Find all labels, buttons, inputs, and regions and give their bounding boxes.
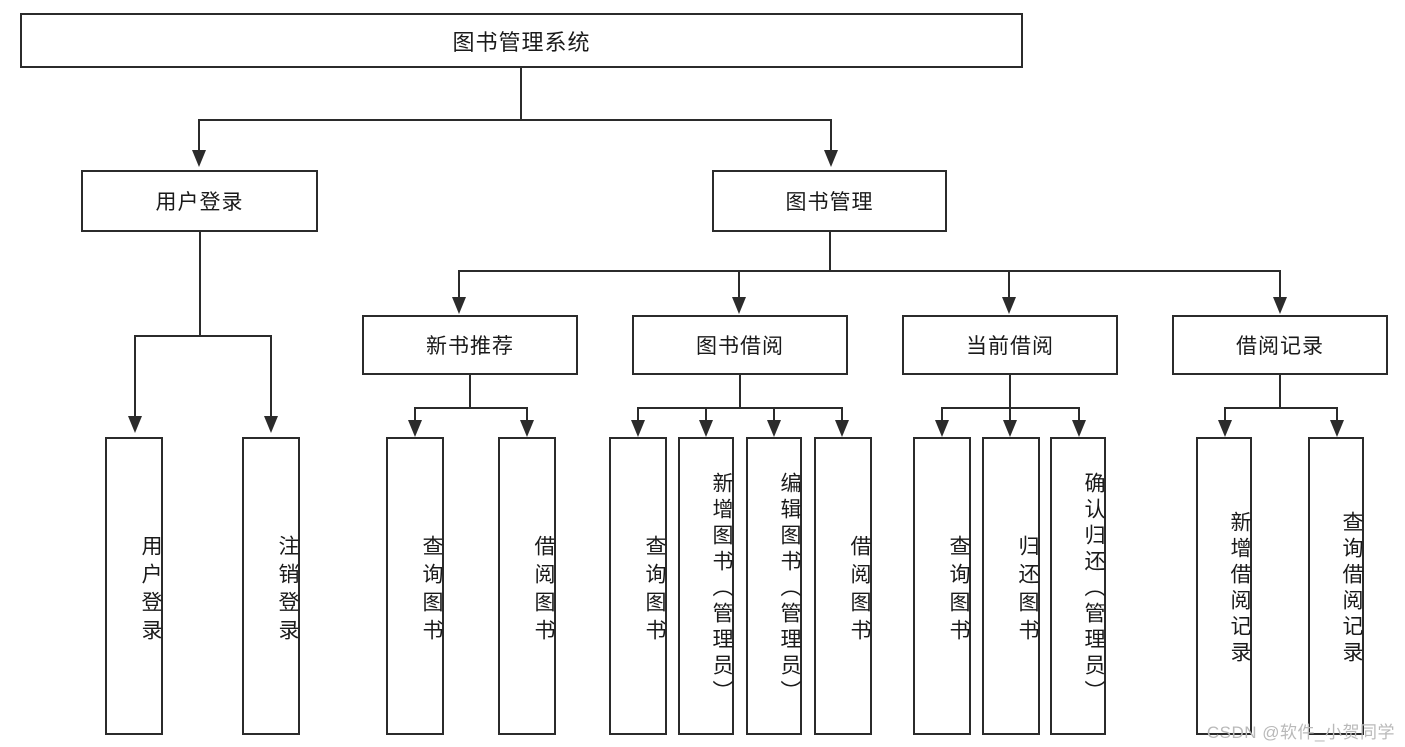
node-label: 查询图书 xyxy=(947,535,970,647)
leaf-current-borrow-confirm-return[interactable]: 确认归还（管理员） xyxy=(1050,437,1106,735)
edge-borrow-record-bar xyxy=(1224,407,1338,409)
arrow-down-icon xyxy=(192,150,206,167)
edge-root-stem xyxy=(520,68,522,120)
arrow-down-icon xyxy=(1273,297,1287,314)
edge-book-manage-stem xyxy=(829,232,831,272)
leaf-borrow-record-add[interactable]: 新增借阅记录 xyxy=(1196,437,1252,735)
edge-book-borrow-leaf-2 xyxy=(705,407,707,421)
arrow-down-icon xyxy=(699,420,713,437)
edge-borrow-record-stem xyxy=(1279,375,1281,409)
arrow-down-icon xyxy=(732,297,746,314)
node-label: 查询图书 xyxy=(643,535,666,647)
arrow-down-icon xyxy=(1330,420,1344,437)
arrow-down-icon xyxy=(935,420,949,437)
leaf-borrow-record-query[interactable]: 查询借阅记录 xyxy=(1308,437,1364,735)
node-label: 借阅记录 xyxy=(1236,335,1324,358)
leaf-new-book-borrow[interactable]: 借阅图书 xyxy=(498,437,556,735)
node-label: 当前借阅 xyxy=(966,335,1054,358)
edge-current-borrow-stem xyxy=(1009,375,1011,409)
edge-borrow-record-leaf-1 xyxy=(1224,407,1226,421)
arrow-down-icon xyxy=(128,416,142,433)
edge-borrow-record-leaf-2 xyxy=(1336,407,1338,421)
node-label: 归还图书 xyxy=(1016,535,1039,647)
leaf-current-borrow-query[interactable]: 查询图书 xyxy=(913,437,971,735)
arrow-down-icon xyxy=(264,416,278,433)
arrow-down-icon xyxy=(1072,420,1086,437)
edge-book-manage-to-book-borrow xyxy=(738,270,740,298)
node-user-login[interactable]: 用户登录 xyxy=(81,170,318,232)
edge-book-manage-to-new-book xyxy=(458,270,460,298)
node-book-manage[interactable]: 图书管理 xyxy=(712,170,947,232)
edge-user-login-stem xyxy=(199,232,201,336)
arrow-down-icon xyxy=(631,420,645,437)
node-label: 新增借阅记录 xyxy=(1228,511,1251,667)
arrow-down-icon xyxy=(767,420,781,437)
node-root-book-management-system[interactable]: 图书管理系统 xyxy=(20,13,1023,68)
edge-new-book-bar xyxy=(414,407,528,409)
node-label: 注销登录 xyxy=(276,535,299,647)
edge-book-manage-to-borrow-record xyxy=(1279,270,1281,298)
node-label: 确认归还（管理员） xyxy=(1082,472,1105,706)
edge-current-borrow-leaf-2 xyxy=(1009,407,1011,421)
csdn-watermark: CSDN @软件_小贺同学 xyxy=(1206,723,1395,742)
edge-book-borrow-leaf-1 xyxy=(637,407,639,421)
edge-new-book-leaf-1 xyxy=(414,407,416,421)
arrow-down-icon xyxy=(452,297,466,314)
edge-user-login-leaf-1 xyxy=(134,335,136,417)
leaf-user-login-logout[interactable]: 注销登录 xyxy=(242,437,300,735)
edge-book-borrow-leaf-4 xyxy=(841,407,843,421)
arrow-down-icon xyxy=(520,420,534,437)
node-label: 图书借阅 xyxy=(696,335,784,358)
node-label: 查询图书 xyxy=(420,535,443,647)
node-borrow-record[interactable]: 借阅记录 xyxy=(1172,315,1388,375)
edge-current-borrow-leaf-1 xyxy=(941,407,943,421)
node-current-borrow[interactable]: 当前借阅 xyxy=(902,315,1118,375)
node-label: 图书管理 xyxy=(785,191,874,214)
edge-book-borrow-stem xyxy=(739,375,741,409)
edge-root-to-book-manage xyxy=(830,119,832,151)
edge-book-manage-bar xyxy=(458,270,1281,272)
edge-new-book-leaf-2 xyxy=(526,407,528,421)
edge-book-manage-to-current-borrow xyxy=(1008,270,1010,298)
edge-user-login-bar xyxy=(134,335,272,337)
leaf-book-borrow-query[interactable]: 查询图书 xyxy=(609,437,667,735)
leaf-book-borrow-add[interactable]: 新增图书（管理员） xyxy=(678,437,734,735)
node-label: 图书管理系统 xyxy=(452,29,591,55)
edge-book-borrow-leaf-3 xyxy=(773,407,775,421)
node-label: 用户登录 xyxy=(139,535,162,647)
leaf-book-borrow-edit[interactable]: 编辑图书（管理员） xyxy=(746,437,802,735)
arrow-down-icon xyxy=(1002,297,1016,314)
node-label: 借阅图书 xyxy=(532,535,555,647)
node-label: 借阅图书 xyxy=(848,535,871,647)
node-label: 新书推荐 xyxy=(426,335,514,358)
arrow-down-icon xyxy=(824,150,838,167)
node-label: 查询借阅记录 xyxy=(1340,511,1363,667)
leaf-book-borrow-borrow[interactable]: 借阅图书 xyxy=(814,437,872,735)
edge-user-login-leaf-2 xyxy=(270,335,272,417)
arrow-down-icon xyxy=(1218,420,1232,437)
node-label: 用户登录 xyxy=(155,191,244,214)
arrow-down-icon xyxy=(835,420,849,437)
edge-current-borrow-leaf-3 xyxy=(1078,407,1080,421)
leaf-user-login-login[interactable]: 用户登录 xyxy=(105,437,163,735)
node-book-borrow[interactable]: 图书借阅 xyxy=(632,315,848,375)
edge-root-bar xyxy=(198,119,832,121)
node-label: 新增图书（管理员） xyxy=(710,472,733,706)
node-label: 编辑图书（管理员） xyxy=(778,472,801,706)
edge-book-borrow-bar xyxy=(637,407,843,409)
leaf-new-book-query[interactable]: 查询图书 xyxy=(386,437,444,735)
edge-root-to-user-login xyxy=(198,119,200,151)
node-new-book-recommend[interactable]: 新书推荐 xyxy=(362,315,578,375)
arrow-down-icon xyxy=(1003,420,1017,437)
leaf-current-borrow-return[interactable]: 归还图书 xyxy=(982,437,1040,735)
arrow-down-icon xyxy=(408,420,422,437)
edge-new-book-stem xyxy=(469,375,471,409)
